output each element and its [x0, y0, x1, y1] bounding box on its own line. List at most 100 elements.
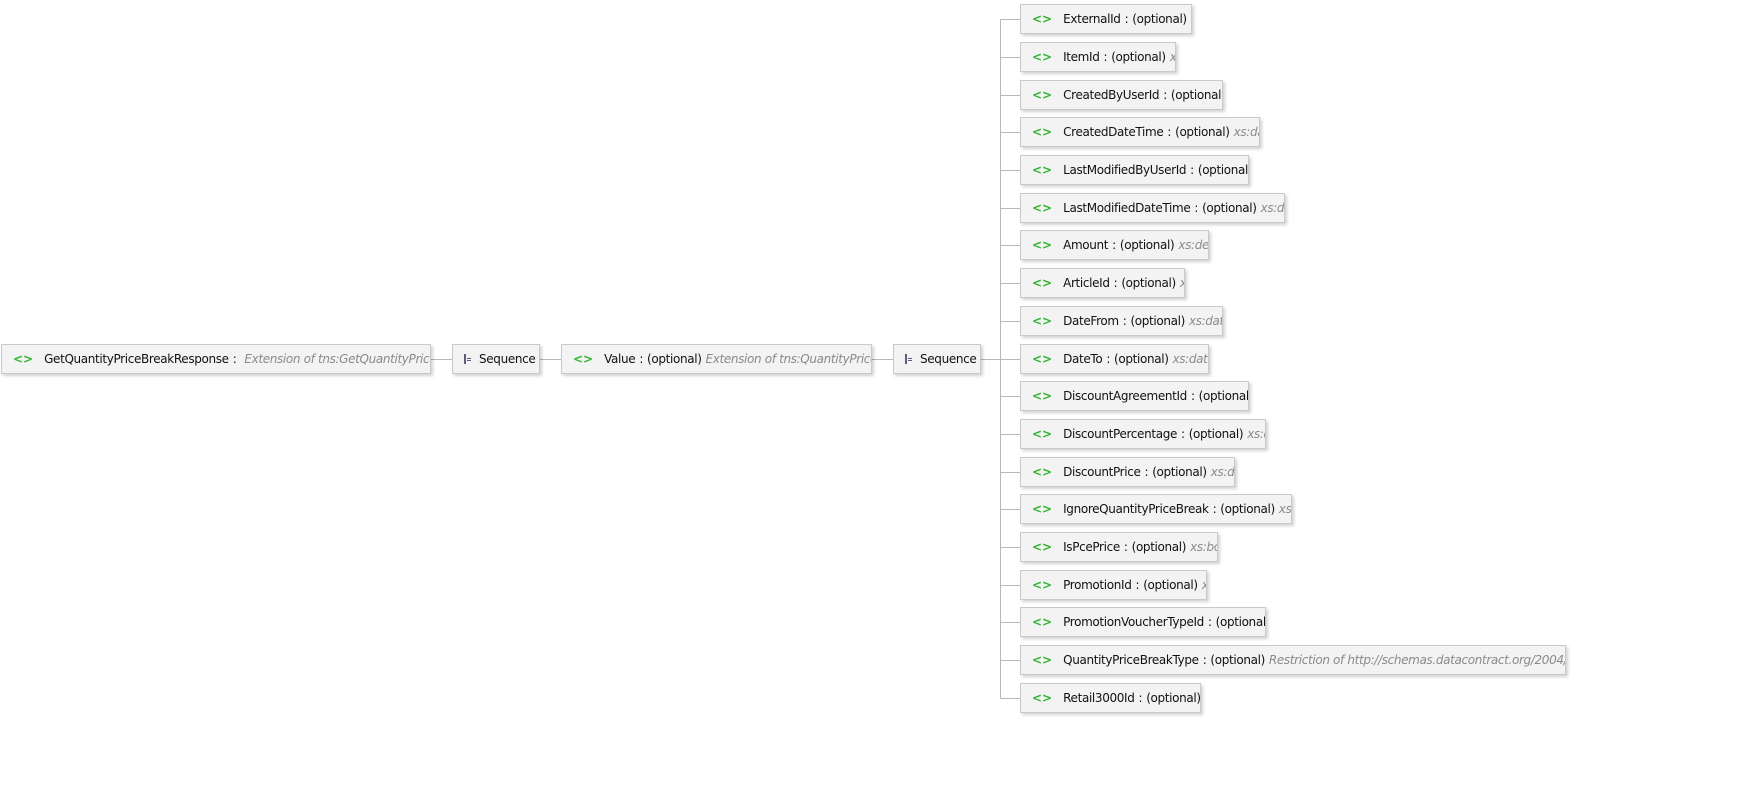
child-element-optional: (optional) [1114, 352, 1169, 366]
value-element-name: Value [604, 352, 636, 366]
element-icon: <> [1032, 502, 1053, 516]
child-element-node[interactable]: <> ExternalId : (optional) xs:int [1020, 4, 1192, 34]
child-element-separator: : [1190, 389, 1195, 403]
child-element-name: QuantityPriceBreakType [1063, 653, 1199, 667]
sequence-label: Sequence [479, 352, 536, 366]
child-element-name: CreatedDateTime [1063, 125, 1164, 139]
child-element-separator: : [1123, 540, 1128, 554]
child-element-name: Amount [1063, 238, 1109, 252]
child-element-name: ArticleId [1063, 276, 1110, 290]
child-element-name: DiscountPrice [1063, 465, 1141, 479]
child-element-separator: : [1202, 653, 1207, 667]
child-element-separator: : [1190, 163, 1194, 177]
child-element-name: CreatedByUserId [1063, 88, 1160, 102]
child-element-node[interactable]: <> Amount : (optional) xs:decimal [1020, 230, 1209, 260]
child-element-node[interactable]: <> PromotionId : (optional) xs:int [1020, 570, 1207, 600]
child-element-name: IgnoreQuantityPriceBreak [1063, 502, 1209, 516]
child-element-node[interactable]: <> IsPcePrice : (optional) xs:boolean [1020, 532, 1218, 562]
child-element-optional: (optional) [1146, 691, 1201, 705]
child-element-node[interactable]: <> ArticleId : (optional) xs:int [1020, 268, 1185, 298]
root-element-node[interactable]: <> GetQuantityPriceBreakResponse : Exten… [1, 344, 431, 374]
child-element-optional: (optional) [1152, 465, 1207, 479]
child-element-type: xs:dateTime [1233, 125, 1259, 139]
element-icon: <> [1032, 125, 1053, 139]
element-icon: <> [1032, 50, 1053, 64]
child-element-optional: (optional) [1175, 125, 1230, 139]
child-element-optional: (optional) [1220, 502, 1275, 516]
child-element-separator: : [1138, 691, 1143, 705]
sequence-icon [905, 354, 912, 364]
child-element-separator: : [1194, 201, 1199, 215]
child-element-separator: : [1163, 88, 1167, 102]
child-element-name: DiscountPercentage [1063, 427, 1177, 441]
child-element-optional: (optional) [1170, 88, 1223, 102]
child-element-node[interactable]: <> LastModifiedByUserId : (optional) xs:… [1020, 155, 1249, 185]
child-element-name: Retail3000Id [1063, 691, 1135, 705]
child-element-type: xs:boolean [1190, 540, 1218, 554]
element-icon: <> [1032, 691, 1053, 705]
child-element-type: xs:dateTime [1188, 314, 1222, 328]
child-element-optional: (optional) [1198, 389, 1249, 403]
child-element-node[interactable]: <> Retail3000Id : (optional) xs:int [1020, 683, 1201, 713]
child-element-node[interactable]: <> CreatedByUserId : (optional) xs:int [1020, 80, 1223, 110]
child-element-node[interactable]: <> QuantityPriceBreakType : (optional) R… [1020, 645, 1566, 675]
child-element-separator: : [1106, 352, 1111, 366]
child-element-name: LastModifiedDateTime [1063, 201, 1191, 215]
child-element-type: xs:dateTime [1260, 201, 1285, 215]
child-element-type: xs:int [1180, 276, 1184, 290]
value-element-separator: : [639, 352, 644, 366]
element-icon: <> [1032, 12, 1053, 26]
child-element-name: PromotionId [1063, 578, 1132, 592]
child-element-type: xs:int [1169, 50, 1176, 64]
child-element-type: xs:decimal [1178, 238, 1209, 252]
child-element-node[interactable]: <> ItemId : (optional) xs:int [1020, 42, 1176, 72]
child-element-name: IsPcePrice [1063, 540, 1120, 554]
sequence-compositor-node[interactable]: Sequence [893, 344, 981, 374]
child-element-node[interactable]: <> DateFrom : (optional) xs:dateTime [1020, 306, 1223, 336]
child-element-type: xs:int [1191, 12, 1192, 26]
child-element-optional: (optional) [1131, 540, 1187, 554]
element-icon: <> [1032, 389, 1053, 403]
child-element-type: xs:dateTime [1172, 352, 1208, 366]
root-element-name: GetQuantityPriceBreakResponse [44, 352, 229, 366]
element-icon: <> [1032, 352, 1053, 366]
child-element-node[interactable]: <> CreatedDateTime : (optional) xs:dateT… [1020, 117, 1260, 147]
value-element-type: Extension of tns:QuantityPriceBreakInfo [705, 352, 871, 366]
root-element-type: Extension of tns:GetQuantityPriceBreakRe… [244, 352, 430, 366]
sequence-compositor-node[interactable]: Sequence [452, 344, 540, 374]
value-element-optional: (optional) [647, 352, 702, 366]
child-element-type: xs:boolean [1278, 502, 1292, 516]
child-element-node[interactable]: <> DiscountAgreementId : (optional) xs:i… [1020, 381, 1249, 411]
child-element-name: DateFrom [1063, 314, 1119, 328]
element-icon: <> [1032, 238, 1053, 252]
child-element-optional: (optional) [1111, 50, 1166, 64]
child-element-separator: : [1181, 427, 1185, 441]
child-element-optional: (optional) [1132, 12, 1187, 26]
child-element-name: ItemId [1063, 50, 1100, 64]
child-element-optional: (optional) [1130, 314, 1185, 328]
element-icon: <> [1032, 653, 1053, 667]
child-element-optional: (optional) [1202, 201, 1257, 215]
child-element-node[interactable]: <> IgnoreQuantityPriceBreak : (optional)… [1020, 494, 1292, 524]
child-element-separator: : [1112, 238, 1116, 252]
child-element-separator: : [1113, 276, 1118, 290]
element-icon: <> [1032, 615, 1053, 629]
child-element-name: ExternalId [1063, 12, 1121, 26]
child-element-optional: (optional) [1119, 238, 1175, 252]
child-element-node[interactable]: <> PromotionVoucherTypeId : (optional) x… [1020, 607, 1266, 637]
child-element-node[interactable]: <> DiscountPercentage : (optional) xs:de… [1020, 419, 1266, 449]
value-element-node[interactable]: <> Value : (optional) Extension of tns:Q… [561, 344, 872, 374]
element-icon: <> [1032, 163, 1053, 177]
child-element-name: PromotionVoucherTypeId [1063, 615, 1204, 629]
element-icon: <> [1032, 427, 1053, 441]
child-element-optional: (optional) [1197, 163, 1249, 177]
child-element-node[interactable]: <> DateTo : (optional) xs:dateTime [1020, 344, 1209, 374]
child-element-name: DateTo [1063, 352, 1103, 366]
element-icon: <> [1032, 201, 1053, 215]
child-element-node[interactable]: <> DiscountPrice : (optional) xs:decimal [1020, 457, 1235, 487]
child-element-name: DiscountAgreementId [1063, 389, 1187, 403]
element-icon: <> [1032, 276, 1053, 290]
child-element-separator: : [1135, 578, 1140, 592]
child-element-node[interactable]: <> LastModifiedDateTime : (optional) xs:… [1020, 193, 1285, 223]
